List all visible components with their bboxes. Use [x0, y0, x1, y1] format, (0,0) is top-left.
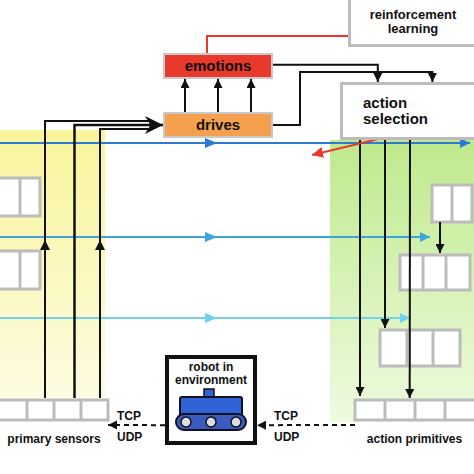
sensor-row: primary sensors [0, 398, 108, 446]
connector-arrow [207, 36, 348, 53]
connector-arrow [273, 65, 378, 82]
arrowhead [95, 240, 105, 250]
node-text: action primitives [367, 433, 462, 446]
arrowhead [205, 232, 217, 242]
primitive-row: action primitives [355, 398, 474, 446]
arrowhead [205, 313, 217, 323]
layer-box [0, 251, 40, 289]
emotion-box: emotions [163, 53, 273, 79]
primitive-cells [355, 400, 474, 420]
protocol-label: TCP [274, 409, 298, 423]
connector-arrow [409, 140, 411, 398]
robot-illustration [165, 355, 257, 445]
command-line [359, 140, 361, 396]
protocol-label: TCP [117, 409, 141, 423]
connector-arrow [184, 79, 186, 112]
layer-box [400, 255, 470, 290]
layer-box [0, 178, 40, 216]
command-line [439, 222, 441, 253]
arrowhead [40, 240, 50, 250]
sensor-cells [0, 400, 108, 420]
node-text: reinforcement learning [357, 8, 469, 36]
cell-divider [53, 400, 56, 420]
node-text: robot in environment [170, 361, 252, 387]
node-text: drives [196, 117, 240, 133]
sensor-line [45, 121, 150, 398]
layer-box [380, 330, 460, 366]
cell-divider [406, 330, 409, 366]
cell-divider [19, 178, 22, 216]
cell-divider [26, 400, 29, 420]
cell-divider [414, 400, 417, 420]
action-band [330, 140, 474, 422]
cell-divider [445, 255, 448, 290]
protocol-label: UDP [274, 430, 299, 444]
robot-wheel [206, 417, 216, 427]
robot-track [176, 414, 246, 430]
cell-divider [19, 251, 22, 289]
node-text: emotions [185, 58, 252, 74]
layer-boxes [0, 178, 474, 420]
robot-wheel [181, 417, 191, 427]
cell-divider [444, 400, 447, 420]
layer-box [432, 185, 472, 222]
connector-arrow [257, 424, 355, 426]
connector-arrow [108, 424, 165, 426]
connector-arrow [217, 79, 219, 112]
signal-line [0, 142, 470, 144]
cell-divider [432, 330, 435, 366]
arrowhead [205, 138, 217, 148]
learning-box: reinforcement learning [348, 0, 474, 47]
cell-divider [384, 400, 387, 420]
cell-divider [451, 185, 454, 222]
node-text: primary sensors [7, 433, 100, 446]
selection-box: action selection [340, 82, 474, 140]
mid-arrowheads [40, 138, 217, 323]
protocol-label: UDP [117, 430, 142, 444]
robot-wheel [231, 417, 241, 427]
sensor-line [100, 129, 150, 398]
cell-divider [422, 255, 425, 290]
connector-arrow [75, 125, 164, 398]
node-text: action selection [363, 95, 447, 127]
robot-background [165, 355, 257, 445]
command-line [384, 140, 386, 328]
drive-box: drives [163, 112, 273, 138]
connector-arrow [250, 79, 252, 112]
cell-divider [80, 400, 83, 420]
robot-box: robot in environment [165, 355, 257, 445]
